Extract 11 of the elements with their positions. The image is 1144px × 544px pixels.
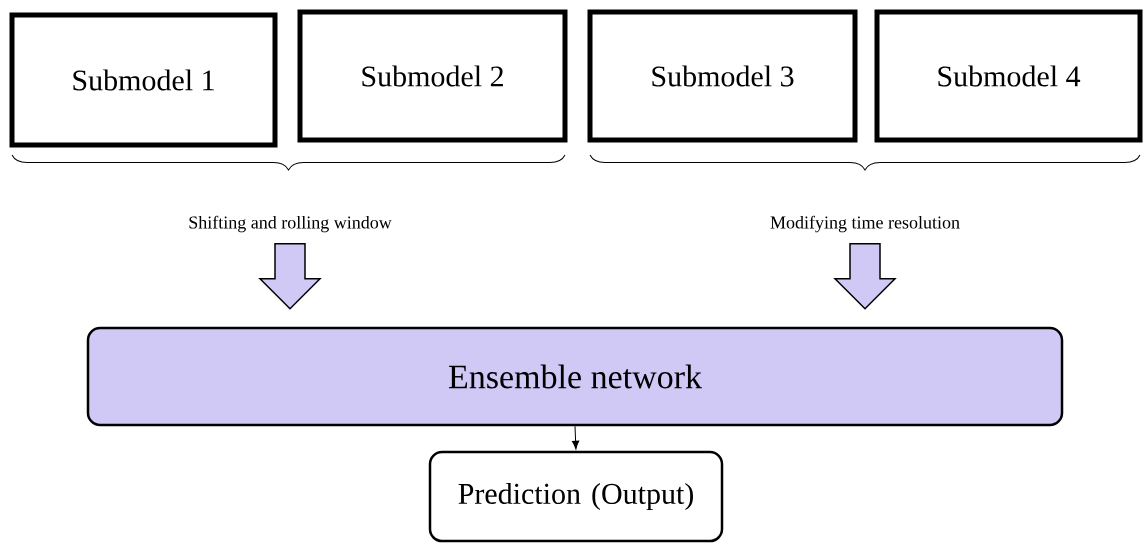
caption-text: Shifting and rolling window — [189, 215, 392, 233]
block-arrow — [833, 243, 897, 310]
block-arrow — [258, 243, 322, 310]
arrow — [572, 425, 580, 450]
submodel-box: Submodel 2 — [297, 9, 568, 143]
ensemble-box: Ensemble network — [86, 326, 1064, 427]
submodel-box: Submodel 4 — [874, 9, 1143, 143]
caption-text: Modifying time resolution — [770, 215, 960, 233]
prediction-box: Prediction (Output) — [428, 450, 724, 543]
submodel-box: Submodel 3 — [587, 9, 858, 143]
submodel-box: Submodel 1 — [9, 12, 278, 148]
